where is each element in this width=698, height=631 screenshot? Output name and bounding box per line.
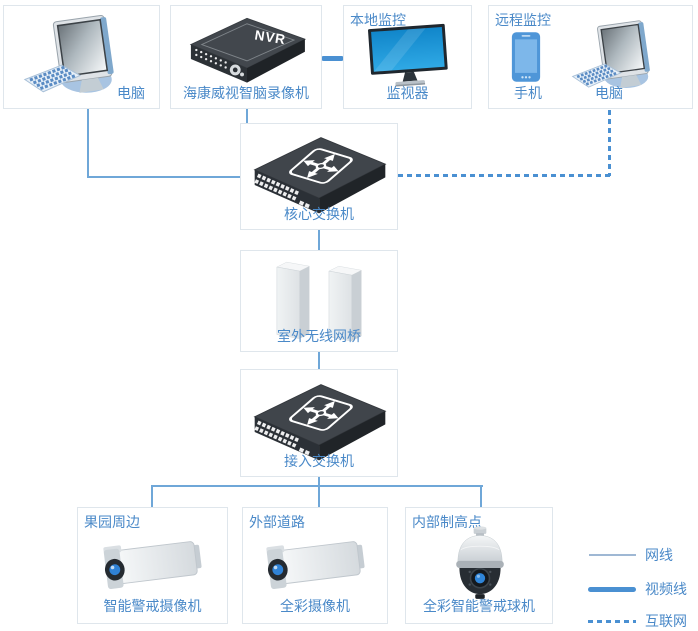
node-label: 全彩摄像机 [280, 598, 350, 614]
line-bus-to-camera1 [151, 485, 153, 508]
node-remote-monitoring: 远程监控 手 [488, 5, 693, 109]
node-camera-high-point: 内部制高点 全彩智能警戒球机 [405, 507, 553, 624]
node-camera-orchard: 果园周边 智能警戒摄像机 [77, 507, 228, 624]
line-core-to-bridge [318, 230, 320, 250]
node-header: 本地监控 [350, 12, 406, 28]
node-local-pc: 电脑 [3, 5, 160, 109]
node-wireless-bridge: 室外无线网桥 [240, 250, 398, 352]
desktop-computer-icon [571, 20, 650, 89]
bullet-camera-icon [266, 541, 365, 589]
network-switch-icon [253, 137, 387, 214]
node-label: 电脑 [117, 85, 145, 101]
node-header: 果园周边 [84, 514, 140, 530]
node-label: 全彩智能警戒球机 [423, 598, 535, 614]
phone-label: 手机 [514, 85, 542, 101]
desktop-computer-icon [23, 14, 114, 93]
legend-label: 网线 [645, 547, 673, 563]
line-pc-to-core-horizontal [87, 176, 241, 178]
legend-item-network-cable: 网线 [589, 545, 673, 565]
internet-line-vertical [608, 110, 611, 176]
tv-monitor-icon [368, 23, 448, 87]
line-pc-to-core-vertical [87, 109, 89, 178]
node-label: 海康威视智脑录像机 [183, 85, 309, 101]
legend-dashed-line-sample [588, 619, 636, 623]
line-bus-to-camera2 [318, 485, 320, 508]
remote-pc-label: 电脑 [595, 85, 623, 101]
video-line-nvr-to-monitor [321, 56, 344, 61]
line-access-down [318, 477, 320, 487]
node-header: 外部道路 [249, 514, 305, 530]
nvr-badge-text: NVR [254, 28, 287, 48]
node-label: 核心交换机 [284, 206, 354, 222]
legend-item-video-cable: 视频线 [588, 579, 687, 599]
ptz-dome-camera-icon [456, 526, 504, 599]
line-nvr-to-core [246, 109, 248, 124]
node-header: 远程监控 [495, 12, 551, 28]
line-bridge-to-access [318, 352, 320, 369]
bullet-camera-icon [103, 541, 202, 589]
node-label: 室外无线网桥 [277, 328, 361, 344]
legend-item-internet: 互联网 [588, 611, 687, 631]
node-core-switch: 核心交换机 [240, 123, 398, 230]
legend-label: 视频线 [645, 581, 687, 597]
smartphone-icon [511, 32, 541, 82]
legend-thick-line-sample [588, 586, 636, 592]
node-access-switch: 接入交换机 [240, 369, 398, 477]
network-switch-icon [253, 384, 387, 461]
legend-thin-line-sample [589, 554, 636, 556]
internet-line-horizontal [398, 174, 611, 177]
node-label: 智能警戒摄像机 [103, 598, 202, 614]
node-label: 监视器 [386, 85, 429, 101]
node-header: 内部制高点 [412, 514, 482, 530]
line-camera-bus [151, 485, 483, 487]
legend-label: 互联网 [645, 613, 687, 629]
nvr-icon: NVR [189, 17, 307, 83]
wireless-bridge-icon [276, 261, 363, 342]
node-camera-road: 外部道路 全彩摄像机 [242, 507, 388, 624]
node-label: 接入交换机 [284, 453, 354, 469]
node-nvr: NVR 海康威视智脑录像机 [170, 5, 322, 109]
node-local-monitoring: 本地监控 监视器 [343, 5, 472, 109]
line-bus-to-camera3 [480, 485, 482, 508]
